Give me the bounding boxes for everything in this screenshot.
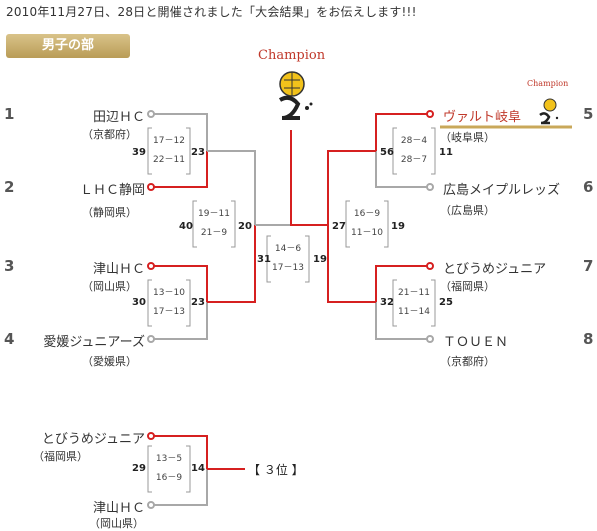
team-prefecture: （京都府） [82, 128, 137, 141]
team-prefecture: （岡山県） [89, 517, 144, 530]
set-score: 28－7 [400, 155, 428, 165]
match-score: 39 [132, 147, 146, 158]
set-score: 14－6 [274, 244, 302, 254]
set-score: 22－11 [153, 155, 185, 165]
team-name[interactable]: 津山ＨＣ [92, 262, 145, 277]
set-score: 21－11 [398, 288, 430, 298]
seed-number: 7 [583, 257, 594, 275]
line-l1-team2 [151, 151, 208, 188]
team-prefecture: （岡山県） [82, 280, 137, 293]
team-prefecture: （岐阜県） [440, 131, 495, 144]
trophy-icon-large [278, 71, 313, 120]
line-lsemi-bottom [207, 225, 256, 303]
node-dot [426, 262, 434, 270]
match-score: 14 [191, 463, 205, 474]
seed-number: 8 [583, 330, 594, 348]
match-score: 56 [380, 147, 394, 158]
line-lsemi-top [207, 150, 256, 225]
match-score: 20 [238, 221, 252, 232]
team-name[interactable]: とびうめジュニア [41, 432, 145, 447]
set-score: 16－9 [155, 473, 183, 483]
seed-number: 1 [4, 105, 15, 123]
line-r2-team7 [375, 265, 430, 302]
line-l1-team1 [151, 113, 208, 151]
match-score: 40 [179, 221, 193, 232]
set-score: 13－5 [155, 454, 183, 464]
match-score: 23 [191, 147, 205, 158]
line-l2-team3 [151, 265, 208, 302]
set-score: 11－10 [351, 228, 383, 238]
team-prefecture: （広島県） [440, 204, 495, 217]
seed-number: 4 [4, 330, 15, 348]
match-score: 25 [439, 297, 453, 308]
node-dot [147, 432, 155, 440]
node-dot [426, 110, 434, 118]
line-3rd-top [151, 435, 208, 469]
node-dot [426, 335, 434, 343]
line-rsemi-bottom [327, 225, 376, 303]
match-score: 30 [132, 297, 146, 308]
team-prefecture: （静岡県） [82, 206, 137, 219]
team-name[interactable]: 田辺ＨＣ [92, 110, 145, 125]
team-name[interactable]: 津山ＨＣ [92, 501, 145, 516]
seed-number: 3 [4, 257, 15, 275]
team-prefecture: （福岡県） [440, 280, 495, 293]
set-score: 21－9 [200, 228, 228, 238]
set-score: 17－12 [153, 136, 185, 146]
node-dot [147, 335, 155, 343]
set-score: 11－14 [398, 307, 430, 317]
team-name[interactable]: ＴＯＵＥＮ [443, 335, 509, 350]
match-score: 32 [380, 297, 394, 308]
third-place-label: 【 ３位 】 [248, 463, 304, 477]
page-title: 2010年11月27日、28日と開催されました「大会結果」をお伝えします!!! [6, 5, 417, 19]
set-score: 19－11 [198, 209, 230, 219]
node-dot [147, 262, 155, 270]
champion-label: Champion [258, 48, 326, 63]
match-score: 27 [332, 221, 346, 232]
set-score: 28－4 [400, 136, 428, 146]
line-3rd-bottom [151, 469, 208, 506]
node-dot [426, 183, 434, 191]
set-score: 16－9 [353, 209, 381, 219]
set-score: 17－13 [272, 263, 304, 273]
seed-number: 5 [583, 105, 594, 123]
seed-number: 2 [4, 178, 15, 196]
match-score: 11 [439, 147, 453, 158]
set-score: 17－13 [153, 307, 185, 317]
line-final-right [290, 130, 328, 226]
line-l2-team4 [151, 302, 208, 340]
seed-number: 6 [583, 178, 594, 196]
team-name[interactable]: 広島メイプルレッズ [443, 183, 561, 198]
line-r1-team6 [375, 151, 430, 188]
team-prefecture: （愛媛県） [82, 355, 137, 368]
team-name-champion[interactable]: ヴァルト岐阜 [443, 110, 522, 125]
line-r1-team5 [375, 113, 430, 151]
match-score: 19 [313, 254, 327, 265]
team-prefecture: （福岡県） [33, 450, 88, 463]
node-dot [147, 501, 155, 509]
node-dot [147, 110, 155, 118]
team-prefecture: （京都府） [440, 355, 495, 368]
set-score: 13－10 [153, 288, 185, 298]
match-score: 19 [391, 221, 405, 232]
champion-label-small: Champion [527, 79, 569, 88]
trophy-icon-small [539, 98, 559, 125]
match-score: 31 [257, 254, 271, 265]
match-score: 23 [191, 297, 205, 308]
node-dot [147, 183, 155, 191]
line-rsemi-top [327, 150, 376, 225]
team-name[interactable]: ＬＨＣ静岡 [79, 183, 145, 198]
section-tab-boys[interactable]: 男子の部 [6, 34, 130, 58]
match-score: 29 [132, 463, 146, 474]
team-name[interactable]: 愛媛ジュニアーズ [43, 335, 145, 350]
line-r2-team8 [375, 302, 430, 340]
team-name[interactable]: とびうめジュニア [443, 262, 547, 277]
